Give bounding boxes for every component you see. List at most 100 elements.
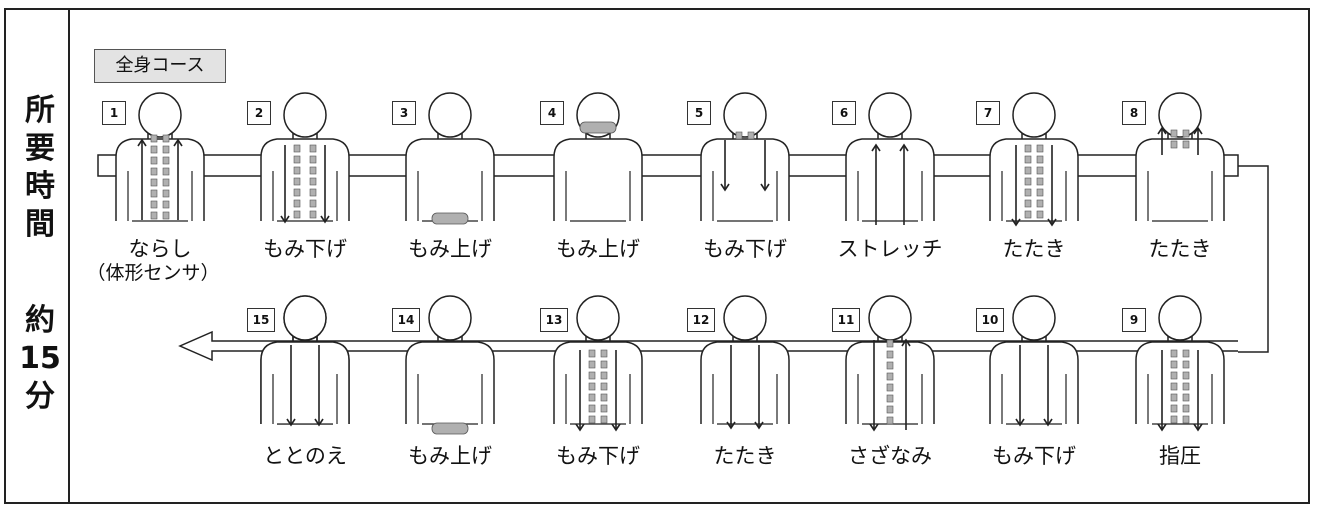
body-figure-step-13 xyxy=(553,295,643,432)
arrow-head xyxy=(901,338,911,347)
roller-node xyxy=(150,211,158,220)
body-figure-step-9 xyxy=(1135,295,1225,432)
roller-node xyxy=(162,178,170,187)
body-figures xyxy=(115,92,1225,435)
step-label: たたき xyxy=(1002,237,1066,261)
roller-node xyxy=(1024,188,1032,197)
duration-char: 約 xyxy=(25,303,55,338)
duration-char: 所 xyxy=(25,93,55,128)
roller-node xyxy=(886,361,894,370)
arrow-head xyxy=(1047,218,1057,227)
step-number: 12 xyxy=(687,308,715,332)
torso-shape xyxy=(260,138,350,221)
step-number: 8 xyxy=(1122,101,1146,125)
step-label: もみ上げ xyxy=(556,237,640,261)
roller-node xyxy=(600,360,608,369)
roller-node xyxy=(1024,166,1032,175)
roller-node xyxy=(162,200,170,209)
roller-node xyxy=(1182,393,1190,402)
arrow-head xyxy=(1011,218,1021,227)
neck-shape xyxy=(1021,336,1047,342)
roller-node xyxy=(886,405,894,414)
roller-node xyxy=(293,177,301,186)
roller-node xyxy=(1170,349,1178,358)
head-shape xyxy=(576,295,620,341)
arrow-head xyxy=(314,418,324,427)
duration-char: 分 xyxy=(25,379,55,414)
torso-shape xyxy=(700,138,790,221)
torso-shape xyxy=(1135,138,1225,221)
arm-lines xyxy=(712,171,778,222)
roller-node xyxy=(150,145,158,154)
roller-node xyxy=(150,156,158,165)
torso-shape xyxy=(405,138,495,221)
body-figure-step-4 xyxy=(553,92,643,222)
step-label: もみ下げ xyxy=(992,444,1076,468)
head-shape xyxy=(138,92,182,138)
arrow-head xyxy=(137,138,147,147)
step-number: 7 xyxy=(976,101,1000,125)
duration-char: 要 xyxy=(25,131,55,166)
roller-node xyxy=(1170,140,1178,149)
head-shape xyxy=(1012,295,1056,341)
roller-node xyxy=(1182,349,1190,358)
arrow-head xyxy=(760,183,770,192)
head-shape xyxy=(283,92,327,138)
roller-node xyxy=(588,415,596,424)
step-number: 13 xyxy=(540,308,568,332)
roller-node xyxy=(150,200,158,209)
head-shape xyxy=(868,92,912,138)
step-number: 10 xyxy=(976,308,1004,332)
arrow-head xyxy=(1157,126,1167,135)
step-label: もみ上げ xyxy=(408,444,492,468)
band-connector xyxy=(1238,165,1269,353)
roller-node xyxy=(150,189,158,198)
roller-node xyxy=(1036,199,1044,208)
head-shape xyxy=(1158,92,1202,138)
duration-char: 15 xyxy=(19,341,61,376)
arm-lines xyxy=(127,171,193,222)
arrow-head xyxy=(1157,423,1167,432)
neck-shape xyxy=(1167,133,1193,139)
course-badge: 全身コース xyxy=(94,49,226,83)
arrow-head xyxy=(611,423,621,432)
arrow-head xyxy=(320,215,330,224)
step-label: もみ上げ xyxy=(408,237,492,261)
step-number: 9 xyxy=(1122,308,1146,332)
neck-shape xyxy=(1021,133,1047,139)
roller-node xyxy=(1024,144,1032,153)
roller-node xyxy=(886,350,894,359)
roller-node xyxy=(162,167,170,176)
roller-node xyxy=(600,393,608,402)
roller-node xyxy=(735,131,743,140)
roller-node xyxy=(309,199,317,208)
arm-lines xyxy=(712,374,778,425)
roller-node xyxy=(309,210,317,219)
step-label: ストレッチ xyxy=(837,237,943,261)
arm-lines xyxy=(565,171,631,222)
body-figure-step-8 xyxy=(1135,92,1225,222)
step-label: ならし xyxy=(128,237,192,261)
roller-node xyxy=(1036,155,1044,164)
head-shape xyxy=(1012,92,1056,138)
roller-node xyxy=(162,145,170,154)
roller-node xyxy=(150,178,158,187)
roller-pair xyxy=(431,212,469,225)
body-figure-step-6 xyxy=(845,92,935,225)
roller-node xyxy=(309,155,317,164)
arrow-head xyxy=(575,423,585,432)
torso-shape xyxy=(989,341,1079,424)
roller-node xyxy=(600,382,608,391)
torso-shape xyxy=(989,138,1079,221)
roller-node xyxy=(1170,415,1178,424)
roller-node xyxy=(162,156,170,165)
roller-node xyxy=(588,371,596,380)
neck-shape xyxy=(877,133,903,139)
roller-node xyxy=(150,167,158,176)
roller-node xyxy=(886,416,894,425)
body-figure-step-10 xyxy=(989,295,1079,427)
roller-node xyxy=(293,210,301,219)
roller-node xyxy=(886,339,894,348)
step-label: もみ下げ xyxy=(556,444,640,468)
head-shape xyxy=(1158,295,1202,341)
